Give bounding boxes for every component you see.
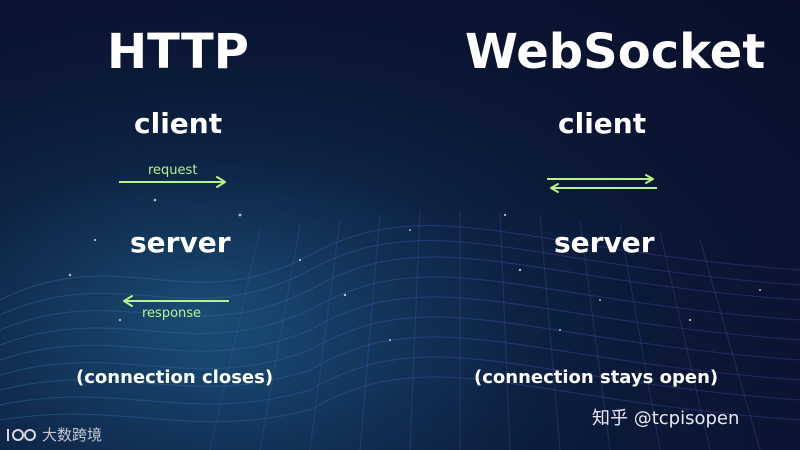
- logo-mark-icon: [7, 428, 36, 441]
- websocket-title: WebSocket: [465, 24, 766, 80]
- websocket-client-label: client: [558, 107, 647, 140]
- http-request-label: request: [148, 163, 198, 178]
- http-title: HTTP: [107, 24, 249, 80]
- request-arrow-icon: [119, 176, 226, 188]
- corner-logo: 大数跨境: [6, 424, 102, 445]
- http-connection-note: (connection closes): [76, 367, 274, 388]
- http-server-label: server: [130, 226, 231, 259]
- websocket-connection-note: (connection stays open): [474, 367, 719, 388]
- websocket-server-label: server: [554, 226, 655, 259]
- corner-logo-text: 大数跨境: [42, 426, 103, 444]
- bidirectional-arrows-icon: [547, 174, 657, 193]
- http-response-label: response: [142, 306, 202, 321]
- response-arrow-icon: [123, 295, 229, 307]
- http-client-label: client: [134, 107, 223, 140]
- zhihu-watermark: 知乎 @tcpisopen: [592, 408, 740, 429]
